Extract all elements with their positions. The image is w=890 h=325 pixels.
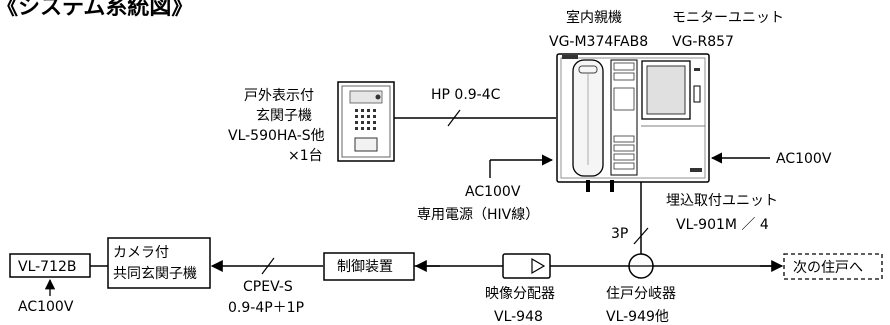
hp-cable-tick: [447, 109, 461, 127]
speaker-grille: [355, 109, 376, 130]
ac-power-label: AC100V: [776, 151, 832, 167]
branch-unit-name: 住戸分岐器: [606, 286, 676, 302]
riser-3p-tick: [633, 227, 649, 245]
monitor-display-name: モニターユニット: [672, 10, 784, 26]
riser-3p-label: 3P: [611, 226, 628, 242]
dedicated-power-label: 専用電源（HIV線）: [417, 207, 539, 223]
branch-unit-model: VL-949他: [606, 309, 669, 325]
adapter-model: VL-712B: [18, 259, 77, 275]
cpev-cable-tick: [261, 257, 275, 275]
monitor-unit-model: VG-M374FAB8: [549, 34, 648, 50]
video-distributor-name: 映像分配器: [485, 286, 555, 302]
outdoor-unit-line-4: ×1台: [288, 148, 323, 164]
cpev-label-2: 0.9-4P＋1P: [228, 300, 304, 316]
controller-box: [323, 252, 415, 281]
adapter-power-label: AC100V: [18, 299, 74, 315]
embed-unit-name: 埋込取付ユニット: [666, 193, 778, 209]
cpev-label-1: CPEV-S: [243, 279, 293, 295]
shared-entrance-line-1: カメラ付: [113, 245, 169, 261]
indoor-monitor-unit: [556, 53, 710, 192]
video-distributor-box: [502, 253, 551, 279]
hp-cable-label: HP 0.9-4C: [431, 87, 501, 103]
diagram-title: 《システム系統図》: [0, 0, 193, 20]
outdoor-entrance-unit: [337, 81, 395, 162]
distributor-triangle-icon: [531, 257, 546, 275]
next-unit-label: 次の住戸へ: [793, 260, 863, 276]
embed-unit-model: VL-901M ／ 4: [676, 217, 769, 233]
monitor-unit-name: 室内親機: [566, 9, 622, 26]
outdoor-unit-line-2: 玄関子機: [256, 107, 312, 124]
controller-label: 制御装置: [337, 259, 393, 275]
shared-entrance-line-2: 共同玄関子機: [113, 265, 197, 282]
dedicated-power-voltage: AC100V: [465, 184, 521, 200]
video-distributor-model: VL-948: [494, 309, 543, 325]
outdoor-unit-line-3: VL-590HA-S他: [228, 128, 325, 144]
monitor-display-model: VG-R857: [672, 34, 734, 50]
outdoor-unit-line-1: 戸外表示付: [244, 88, 314, 104]
next-unit-box: [783, 253, 883, 280]
shared-entrance-box: [107, 237, 211, 289]
